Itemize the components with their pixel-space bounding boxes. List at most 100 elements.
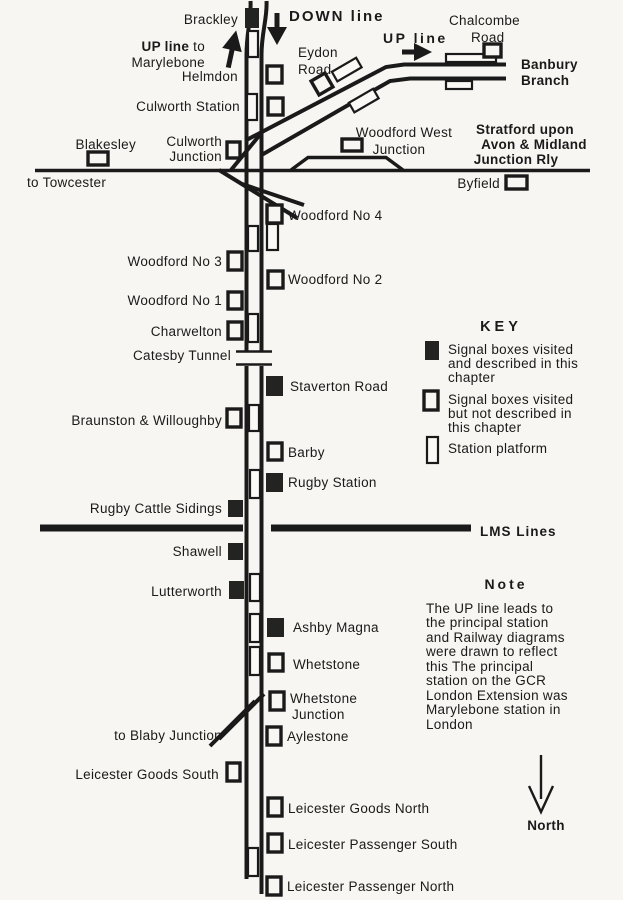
signal-box-woodford-no2	[266, 269, 285, 290]
platform-rugby	[248, 468, 262, 500]
label-eydon-road-2: Road	[298, 62, 331, 77]
platform-leicester	[246, 846, 260, 878]
label-woodford-no1: Woodford No 1	[128, 293, 222, 308]
north-arrow	[527, 755, 555, 815]
label-braunston: Braunston & Willoughby	[71, 413, 222, 428]
signal-box-brackley	[245, 8, 259, 28]
signal-boxes-not-described	[86, 42, 529, 897]
label-up-line-right: UP line	[383, 30, 448, 46]
label-brackley: Brackley	[184, 12, 238, 27]
signal-box-culworth-station	[266, 96, 285, 117]
label-stratford-3: Junction Rly	[474, 152, 559, 167]
signal-box-woodford-no3	[226, 250, 244, 272]
label-down-line: DOWN line	[289, 8, 385, 25]
note-line-6: station on the GCR	[426, 673, 546, 688]
signal-box-helmdon	[265, 64, 284, 85]
label-banbury-2: Branch	[521, 73, 569, 88]
note-title: Note	[484, 576, 527, 592]
platform-lutterworth	[248, 572, 262, 603]
note-line-5: this The principal	[426, 659, 533, 674]
label-lutterworth: Lutterworth	[151, 584, 222, 599]
label-catesby-tunnel: Catesby Tunnel	[133, 348, 231, 363]
label-aylestone: Aylestone	[287, 729, 349, 744]
key-item1-line2: and described in this	[448, 356, 578, 371]
platform-woodford-east	[265, 222, 280, 252]
label-marylebone: Marylebone	[131, 55, 205, 70]
signal-box-lutterworth	[229, 581, 244, 599]
junction-spur-southeast-1	[217, 168, 299, 220]
label-barby: Barby	[288, 445, 325, 460]
signal-box-rugby-station	[266, 473, 283, 492]
blaby-branch-line-2	[208, 699, 257, 748]
label-charwelton: Charwelton	[151, 324, 222, 339]
label-banbury-1: Banbury	[521, 57, 578, 72]
down-arrow-head	[267, 27, 287, 45]
label-woodford-west-1: Woodford West	[356, 125, 452, 140]
signal-box-leicester-passenger-north	[265, 875, 283, 897]
key-filled-box-symbol	[425, 341, 439, 360]
label-leicester-passenger-north: Leicester Passenger North	[287, 879, 454, 894]
note-line-3: and Railway diagrams	[426, 630, 565, 645]
label-culworth-junction-2: Junction	[169, 149, 222, 164]
note-line-2: the principal station	[426, 615, 549, 630]
signal-box-woodford-no1	[226, 290, 244, 311]
key-outline-box-symbol	[422, 389, 440, 412]
signal-box-eydon-road	[308, 70, 336, 98]
note-line-7: London Extension was	[426, 688, 568, 703]
signal-box-culworth-junction	[225, 140, 242, 160]
signal-box-leicester-goods-north	[266, 796, 284, 818]
right-arrow-head	[414, 43, 432, 61]
label-north: North	[527, 818, 565, 833]
north-arrow-head	[527, 785, 555, 815]
up-line-arrow	[222, 30, 242, 69]
key-item1-line3: chapter	[448, 370, 495, 385]
platform-eydon-road-upper	[330, 56, 364, 83]
note-line-8: Marylebone station in	[426, 702, 561, 717]
label-to-blaby-junction: to Blaby Junction	[114, 728, 222, 743]
signal-box-barby	[266, 441, 284, 462]
label-woodford-no4: Woodford No 4	[288, 208, 383, 223]
platform-eydon-road-lower	[347, 87, 381, 114]
note-line-4: were drawn to reflect	[425, 644, 558, 659]
signal-box-leicester-passenger-south	[266, 832, 284, 854]
label-stratford-1: Stratford upon	[476, 122, 574, 137]
key-item2-line1: Signal boxes visited	[448, 392, 573, 407]
platform-charwelton	[246, 312, 260, 344]
banbury-branch-line-2	[260, 76, 506, 157]
signal-box-aylestone	[265, 725, 283, 747]
junction-spur-northwest	[229, 129, 265, 172]
signal-box-whetstone	[267, 652, 285, 673]
platform-braunston	[247, 403, 261, 433]
label-byfield: Byfield	[457, 176, 500, 191]
signal-box-leicester-goods-south	[225, 761, 242, 783]
label-leicester-passenger-south: Leicester Passenger South	[288, 837, 458, 852]
label-helmdon: Helmdon	[182, 69, 238, 84]
signal-box-staverton-road	[266, 376, 283, 396]
platform-woodford-mid	[246, 224, 260, 253]
label-ashby-magna: Ashby Magna	[293, 620, 379, 635]
label-to-towcester: to Towcester	[27, 175, 106, 190]
up-line-right-arrow	[402, 43, 432, 61]
signal-box-woodford-west-junction	[340, 137, 364, 153]
key-item1-line1: Signal boxes visited	[448, 342, 573, 357]
up-arrow-head	[222, 30, 242, 53]
platform-culworth-station	[245, 92, 259, 122]
main-line-up-north	[244, 0, 253, 351]
label-shawell: Shawell	[173, 544, 222, 559]
label-woodford-no2: Woodford No 2	[288, 272, 382, 287]
platform-whetstone	[248, 645, 262, 677]
key-platform-symbol	[425, 435, 440, 465]
banbury-branch-line-1	[245, 62, 506, 142]
label-whetstone-junction-2: Junction	[292, 707, 345, 722]
label-rugby-cattle-sidings: Rugby Cattle Sidings	[90, 501, 222, 516]
label-lms-lines: LMS Lines	[480, 524, 557, 539]
signal-box-braunston	[225, 407, 243, 429]
signal-box-byfield	[504, 174, 529, 191]
signal-boxes-described	[228, 8, 284, 637]
platform-banbury-branch-lower	[444, 79, 474, 91]
label-rugby-station: Rugby Station	[288, 475, 377, 490]
signal-box-whetstone-junction	[268, 690, 286, 712]
